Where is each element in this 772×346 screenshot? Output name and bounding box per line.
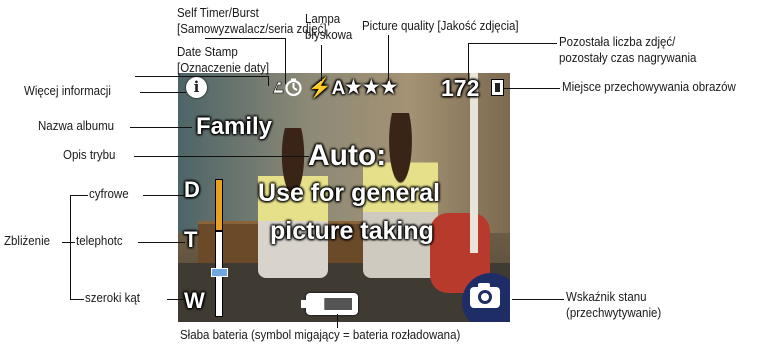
leader-storage (503, 88, 560, 89)
leader-telephoto (138, 242, 185, 243)
label-status-line-1: Wskaźnik stanu (566, 290, 647, 304)
label-status-line-2: (przechwytywanie) (566, 306, 662, 320)
leader-battery (337, 314, 338, 328)
label-remaining-line-1: Pozostała liczba zdjęć/ (559, 35, 676, 49)
label-album-name: Nazwa albumu (38, 119, 115, 133)
leader-digital (143, 195, 185, 196)
label-mode-description: Opis trybu (63, 148, 116, 162)
bracket-zoom-mid (62, 242, 75, 243)
leader-date-stamp-v (268, 76, 269, 86)
label-date-stamp-line-2: [Oznaczenie daty] (177, 61, 270, 75)
zoom-telephoto-letter: T (184, 227, 198, 252)
zoom-wide-letter: W (184, 288, 205, 313)
camera-icon (470, 283, 500, 308)
label-zoom-telephoto: telephotc (76, 234, 123, 248)
wall-background (178, 73, 510, 233)
label-more-info: Więcej informacji (24, 84, 111, 98)
leader-self-timer-h (205, 38, 285, 39)
picture-count: 172 (441, 75, 480, 101)
label-zoom-wide: szeroki kąt (85, 291, 140, 305)
leader-remaining-h (468, 43, 557, 44)
bracket-zoom-v (70, 195, 71, 300)
mode-title: Auto: (308, 139, 387, 172)
leader-mode-desc (134, 156, 309, 157)
bracket-zoom-top (70, 195, 88, 196)
self-timer-icon (284, 78, 303, 97)
leader-self-timer-v (285, 38, 286, 84)
label-remaining-line-2: pozostały czas nagrywania (559, 51, 697, 65)
leader-more-info (140, 92, 186, 93)
label-flash-line-1: Lampa (305, 12, 341, 26)
leader-remaining-v (468, 43, 469, 81)
boy-left (258, 128, 328, 278)
label-zoom: Zbliżenie (4, 234, 51, 248)
quality-stars-icon: ★★★ (344, 75, 398, 99)
album-name: Family (196, 113, 273, 140)
white-pole (470, 73, 478, 253)
zoom-bar-digital (215, 179, 223, 231)
leader-album (130, 127, 192, 128)
label-date-stamp-line-1: Date Stamp (177, 45, 238, 59)
label-self-timer-line-1: Self Timer/Burst (177, 6, 259, 20)
label-zoom-digital: cyfrowe (89, 187, 129, 201)
storage-icon (491, 79, 504, 96)
label-flash-line-2: błyskowa (305, 28, 353, 42)
low-battery-icon (301, 293, 358, 315)
info-icon[interactable]: i (186, 77, 207, 98)
leader-date-stamp-h (135, 76, 268, 77)
label-picture-quality: Picture quality [Jakość zdjęcia] (362, 19, 519, 33)
status-indicator (462, 273, 510, 322)
label-low-battery: Słaba bateria (symbol migający = bateria… (180, 328, 461, 342)
leader-status (512, 299, 564, 300)
label-storage: Miejsce przechowywania obrazów (562, 80, 736, 94)
date-stamp-icon (269, 79, 285, 95)
label-self-timer-line-2: [Samowyzwalacz/seria zdjęć] (177, 22, 327, 36)
leader-wide (167, 299, 185, 300)
bracket-zoom-bottom (70, 299, 84, 300)
flash-auto-icon: ⚡A (308, 78, 346, 99)
zoom-digital-letter: D (184, 177, 200, 202)
mode-description-line-1: Use for general (258, 179, 441, 207)
leader-quality (388, 35, 389, 81)
boy-right (363, 113, 438, 278)
leader-flash (321, 45, 322, 81)
camera-lcd-screen: i ⚡A ★★★ 172 Family Auto: Use for genera… (178, 73, 510, 322)
zoom-position-marker (211, 268, 228, 277)
mode-description-line-2: picture taking (270, 217, 434, 245)
